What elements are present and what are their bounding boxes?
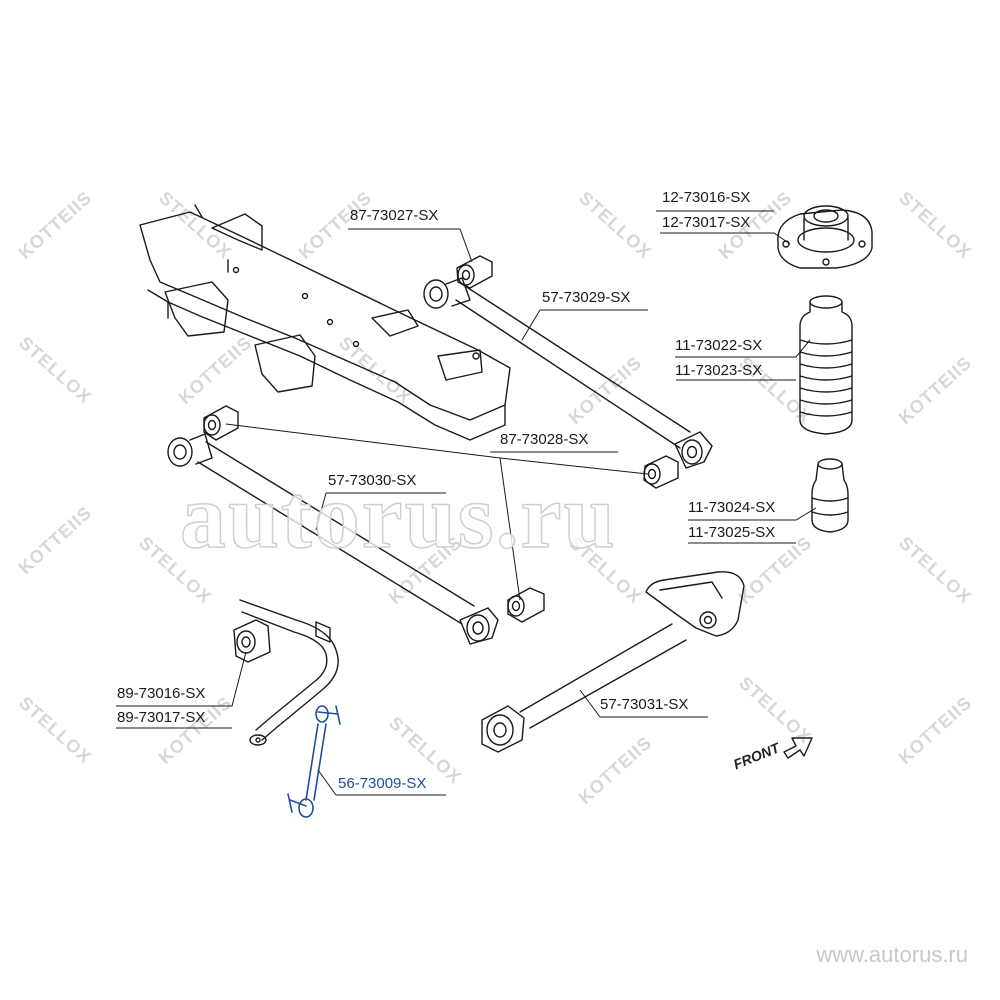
site-url: www.autorus.ru <box>816 942 968 967</box>
callout-57-73029: 57-73029-SX <box>542 289 631 306</box>
callout-11-73025: 11-73025-SX <box>688 524 776 541</box>
stabilizer-bushing <box>233 619 271 663</box>
callout-87-73027: 87-73027-SX <box>350 207 439 224</box>
site-watermark-large: autorus.ru <box>179 465 617 567</box>
dust-boot <box>799 295 853 435</box>
callout-11-73024: 11-73024-SX <box>688 499 776 516</box>
bushing-lower-2 <box>643 455 679 489</box>
leader-lines <box>116 210 817 796</box>
callout-11-73023: 11-73023-SX <box>675 362 763 379</box>
axle-beam-frame <box>139 204 511 441</box>
callout-11-73022: 11-73022-SX <box>675 337 763 354</box>
callout-56-73009: 56-73009-SX <box>338 775 427 792</box>
stabilizer-bar <box>239 599 339 746</box>
upper-control-arm <box>423 277 713 469</box>
callout-12-73016: 12-73016-SX <box>662 189 751 206</box>
bump-stop <box>811 458 849 533</box>
bushing-lower-3 <box>507 587 545 623</box>
callout-12-73017: 12-73017-SX <box>662 214 751 231</box>
callout-57-73031: 57-73031-SX <box>600 696 689 713</box>
lower-control-arm <box>167 433 499 645</box>
callout-89-73016: 89-73016-SX <box>117 685 206 702</box>
bushing-lower-1 <box>203 405 239 441</box>
strut-mount <box>777 205 873 269</box>
bushing-upper <box>456 255 493 289</box>
front-arrow <box>783 737 813 759</box>
callout-57-73030: 57-73030-SX <box>328 472 417 489</box>
stabilizer-link <box>287 705 341 818</box>
callout-87-73028: 87-73028-SX <box>500 431 589 448</box>
callout-89-73017: 89-73017-SX <box>117 709 206 726</box>
trailing-arm <box>481 571 745 753</box>
